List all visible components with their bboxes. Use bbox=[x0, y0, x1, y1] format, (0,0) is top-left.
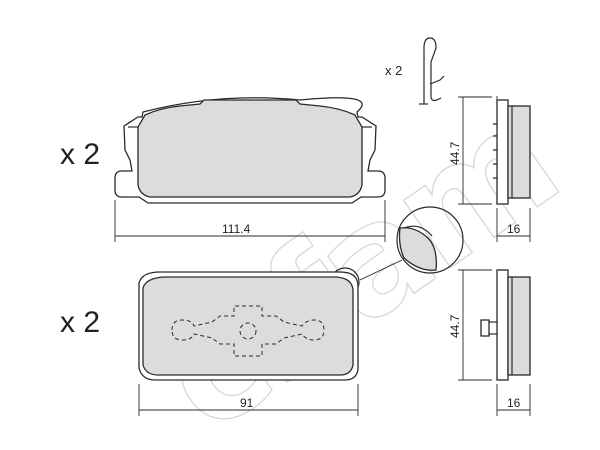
bottom-friction-material bbox=[142, 276, 354, 376]
top-set-quantity: x 2 bbox=[60, 138, 100, 171]
top-pad-side-view bbox=[493, 96, 531, 205]
top-width-dimension: 111.4 bbox=[114, 200, 386, 242]
top-thickness-dimension: 16 bbox=[496, 208, 531, 242]
bottom-pad-side-view bbox=[480, 269, 531, 381]
spring-clip-icon bbox=[419, 37, 445, 105]
top-friction-material bbox=[137, 99, 363, 198]
bottom-brake-pad bbox=[138, 271, 359, 381]
bottom-thickness-dimension: 16 bbox=[496, 384, 531, 416]
bottom-height-dimension: 44.7 bbox=[448, 269, 492, 381]
bottom-set-quantity: x 2 bbox=[60, 306, 100, 339]
top-height-label: 44.7 bbox=[448, 141, 462, 165]
top-brake-pad bbox=[114, 97, 386, 204]
bottom-thickness-label: 16 bbox=[507, 396, 521, 410]
bottom-clip-outline bbox=[171, 305, 325, 357]
clip-quantity: x 2 bbox=[385, 63, 402, 78]
bottom-width-dimension: 91 bbox=[138, 384, 359, 416]
top-height-dimension: 44.7 bbox=[448, 96, 492, 205]
top-width-label: 111.4 bbox=[222, 222, 251, 236]
bottom-height-label: 44.7 bbox=[448, 314, 462, 338]
top-thickness-label: 16 bbox=[507, 222, 521, 236]
detail-magnifier bbox=[330, 206, 464, 297]
bottom-width-label: 91 bbox=[240, 396, 254, 410]
